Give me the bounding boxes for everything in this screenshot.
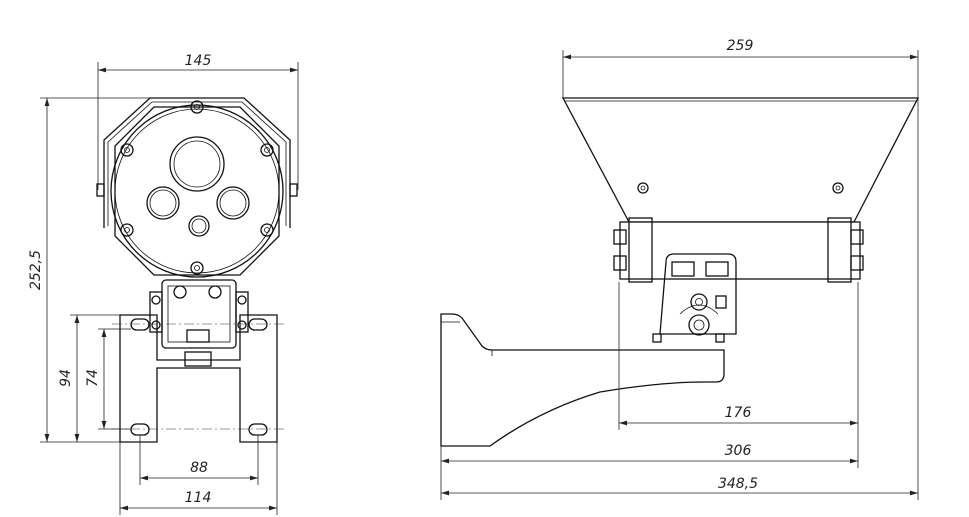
- side-housing: [620, 222, 860, 279]
- dim-259: 259: [727, 38, 754, 54]
- dim-145: 145: [185, 53, 212, 69]
- dim-94: 94: [58, 369, 74, 387]
- dim-176: 176: [725, 405, 752, 421]
- dim-114: 114: [185, 490, 212, 506]
- dim-348-5: 348,5: [718, 476, 758, 492]
- side-sunshield: [563, 98, 918, 222]
- dim-88: 88: [190, 460, 208, 476]
- front-mount: [112, 280, 285, 442]
- dim-306: 306: [725, 443, 752, 459]
- front-view: [97, 98, 297, 442]
- side-view: [441, 98, 918, 446]
- dim-74: 74: [85, 369, 101, 387]
- dim-252-5: 252,5: [28, 250, 44, 290]
